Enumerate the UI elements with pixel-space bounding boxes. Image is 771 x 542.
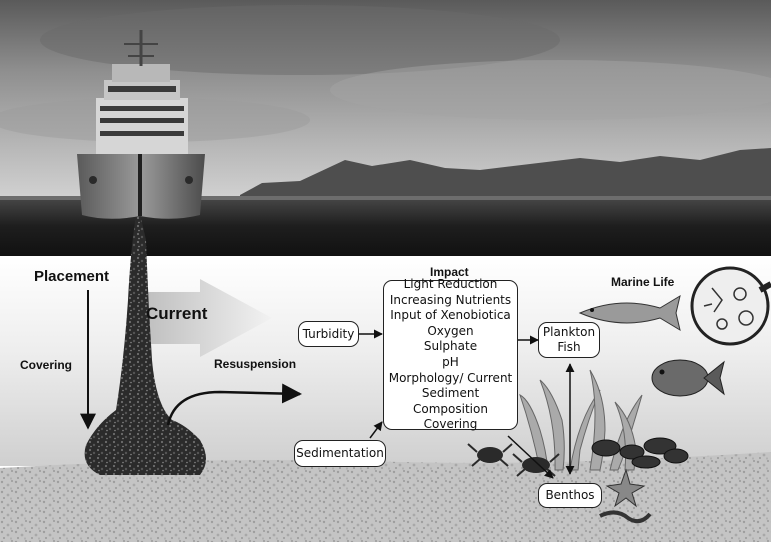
ship [77, 30, 205, 219]
resuspension-label: Resuspension [214, 357, 297, 371]
impact-box: Light Reduction Increasing Nutrients Inp… [383, 277, 518, 432]
fish-text: Fish [557, 340, 581, 354]
current-arrow-shape [140, 279, 272, 357]
plankton-text: Plankton [542, 325, 596, 339]
plankton-fish-box: Plankton Fish [538, 322, 600, 358]
crab-1 [467, 443, 513, 467]
impact-item: Covering [423, 417, 478, 432]
current-label: Current [146, 304, 208, 323]
mussels [591, 437, 689, 469]
fish-round [651, 359, 725, 397]
impact-item: Light Reduction [403, 277, 498, 292]
turbidity-box: Turbidity [298, 321, 359, 347]
impact-item: Input of Xenobiotica [390, 308, 511, 323]
plankton-magnifier [690, 266, 771, 346]
placement-label: Placement [34, 268, 110, 285]
benthos-box: Benthos [538, 483, 602, 508]
impact-label: Impact [430, 265, 469, 279]
impact-to-benthos-arrow [507, 435, 554, 479]
impact-item: Oxygen [427, 323, 474, 338]
sedimentation-box: Sedimentation [294, 440, 386, 467]
covering-label: Covering [20, 358, 73, 372]
marine-life-label: Marine Life [611, 275, 675, 289]
fish-long [578, 294, 681, 332]
resuspension-arrow [166, 383, 302, 426]
benthos-text: Benthos [545, 488, 595, 502]
impact-item: pH [442, 355, 459, 369]
impact-item: Increasing Nutrients [389, 292, 512, 307]
worm [599, 510, 652, 524]
turbidity-text: Turbidity [302, 326, 355, 341]
impact-item: Sulphate [423, 339, 478, 354]
sedimentation-to-impact-arrow [369, 421, 383, 439]
impact-item: Morphology/ Current [388, 370, 513, 385]
sedimentation-text: Sedimentation [296, 446, 384, 460]
impact-item: Sediment Composition [413, 386, 488, 416]
dredge-plume [84, 205, 206, 475]
starfish [605, 468, 646, 508]
mountains [240, 148, 771, 200]
